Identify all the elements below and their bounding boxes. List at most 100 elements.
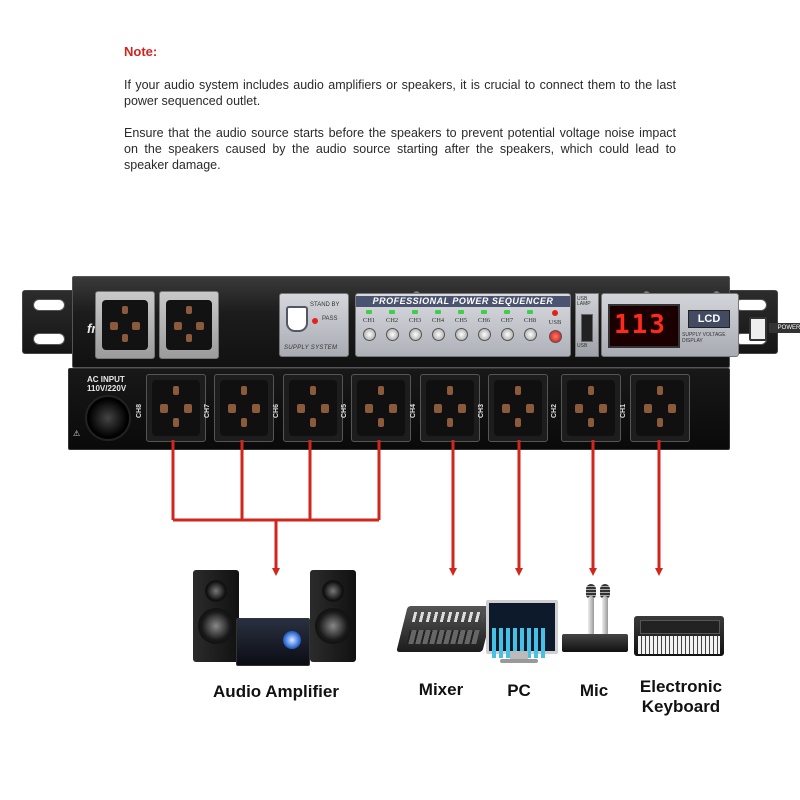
lcd-subtitle: SUPPLY VOLTAGE DISPLAY: [682, 332, 726, 344]
channel-button[interactable]: [523, 328, 537, 341]
channel-button[interactable]: [454, 328, 468, 341]
rear-outlet-7: [214, 374, 274, 442]
channel-label: USB: [548, 319, 562, 326]
keyboard-icon: [634, 616, 724, 656]
outlet-face: [289, 380, 337, 436]
outlet-face: [567, 380, 615, 436]
channel-ch1: CH1: [358, 310, 380, 341]
channel-label: CH3: [408, 317, 422, 324]
usb-port-icon: [581, 314, 593, 342]
mic-label: Mic: [579, 681, 609, 700]
speaker-right: [310, 570, 356, 662]
front-outlet-1: [95, 291, 155, 359]
rear-channel-label: CH8: [136, 403, 143, 418]
channel-ch8: CH8: [519, 310, 541, 341]
rear-channel-label: CH4: [410, 403, 417, 418]
channel-led: [435, 310, 441, 314]
mounting-slot: [735, 299, 767, 311]
mixer-label: Mixer: [418, 680, 464, 699]
keyboard-label-line-1: Electronic: [639, 677, 723, 696]
channel-led: [366, 310, 372, 314]
channel-ch2: CH2: [381, 310, 403, 341]
channel-button[interactable]: [408, 328, 422, 341]
outlet-face: [494, 380, 542, 436]
channel-label: CH5: [454, 317, 468, 324]
channel-led: [389, 310, 395, 314]
rear-channel-label: CH2: [551, 403, 558, 418]
mixer-icon: [396, 606, 494, 652]
channel-button[interactable]: [500, 328, 514, 341]
channel-led: [527, 310, 533, 314]
pass-label: PASS: [322, 316, 338, 322]
ac-input-line-1: AC INPUT: [87, 375, 125, 384]
lcd-tag: LCD: [688, 310, 730, 328]
usb-panel: USB LAMP USB: [575, 293, 599, 357]
channel-label: CH2: [385, 317, 399, 324]
rear-channel-label: CH1: [620, 403, 627, 418]
mounting-slot: [33, 333, 65, 345]
power-cable-icon: [85, 395, 131, 441]
front-panel: fmuser STAND BY PASS SUPPLY SYSTEM: [72, 276, 800, 368]
pc-icon: [486, 600, 558, 664]
note-block: Note: If your audio system includes audi…: [124, 44, 676, 189]
rear-outlet-5: [351, 374, 411, 442]
channel-label: CH8: [523, 317, 537, 324]
volume-knob-icon: [283, 631, 301, 649]
channel-led: [481, 310, 487, 314]
channel-ch5: CH5: [450, 310, 472, 341]
channel-button[interactable]: [362, 328, 376, 341]
shield-icon: [286, 306, 308, 332]
channel-button[interactable]: [477, 328, 491, 341]
channel-label: CH7: [500, 317, 514, 324]
speaker-left: [193, 570, 239, 662]
outlet-face: [102, 300, 148, 350]
channel-ch6: CH6: [473, 310, 495, 341]
channel-button[interactable]: [431, 328, 445, 341]
channel-label: CH4: [431, 317, 445, 324]
ac-input-label: AC INPUT 110V/220V: [87, 375, 126, 393]
voltage-display: 113: [608, 304, 680, 348]
power-label: POWER: [769, 323, 800, 333]
lcd-panel: 113 LCD SUPPLY VOLTAGE DISPLAY: [601, 293, 739, 357]
power-switch[interactable]: [749, 317, 767, 341]
note-paragraph-1: If your audio system includes audio ampl…: [124, 78, 676, 108]
ac-input-line-2: 110V/220V: [87, 384, 127, 393]
amplifier-unit: [236, 618, 310, 666]
rear-outlet-8: [146, 374, 206, 442]
mounting-slot: [33, 299, 65, 311]
sequencer-panel: PROFESSIONAL POWER SEQUENCER CH1 CH2 CH3…: [355, 293, 571, 357]
outlet-face: [426, 380, 474, 436]
usb-lamp-label: USB LAMP: [577, 296, 591, 307]
rear-outlet-3: [488, 374, 548, 442]
channel-usb: USB: [544, 310, 566, 343]
amplifier-label: Audio Amplifier: [213, 682, 339, 701]
sequencer-title: PROFESSIONAL POWER SEQUENCER: [356, 296, 570, 307]
rear-channel-label: CH3: [478, 403, 485, 418]
usb-led: [552, 310, 558, 316]
channel-led: [458, 310, 464, 314]
channel-ch3: CH3: [404, 310, 426, 341]
usb-port-label: USB: [577, 343, 588, 349]
outlet-face: [166, 300, 212, 350]
usb-button[interactable]: [548, 330, 562, 343]
rear-outlet-4: [420, 374, 480, 442]
rear-channel-label: CH5: [341, 403, 348, 418]
rear-outlet-1: [630, 374, 690, 442]
outlet-face: [357, 380, 405, 436]
rear-channel-label: CH7: [204, 403, 211, 418]
channel-ch7: CH7: [496, 310, 518, 341]
channel-label: CH6: [477, 317, 491, 324]
supply-system-panel: STAND BY PASS SUPPLY SYSTEM: [279, 293, 349, 357]
standby-led: [312, 318, 318, 324]
rear-outlet-6: [283, 374, 343, 442]
outlet-face: [152, 380, 200, 436]
keyboard-label: Electronic Keyboard: [626, 677, 736, 717]
channel-led: [504, 310, 510, 314]
outlet-face: [220, 380, 268, 436]
channel-button[interactable]: [385, 328, 399, 341]
channel-ch4: CH4: [427, 310, 449, 341]
note-title: Note:: [124, 44, 158, 59]
front-outlet-2: [159, 291, 219, 359]
pc-label: PC: [507, 681, 531, 700]
rear-outlet-2: [561, 374, 621, 442]
